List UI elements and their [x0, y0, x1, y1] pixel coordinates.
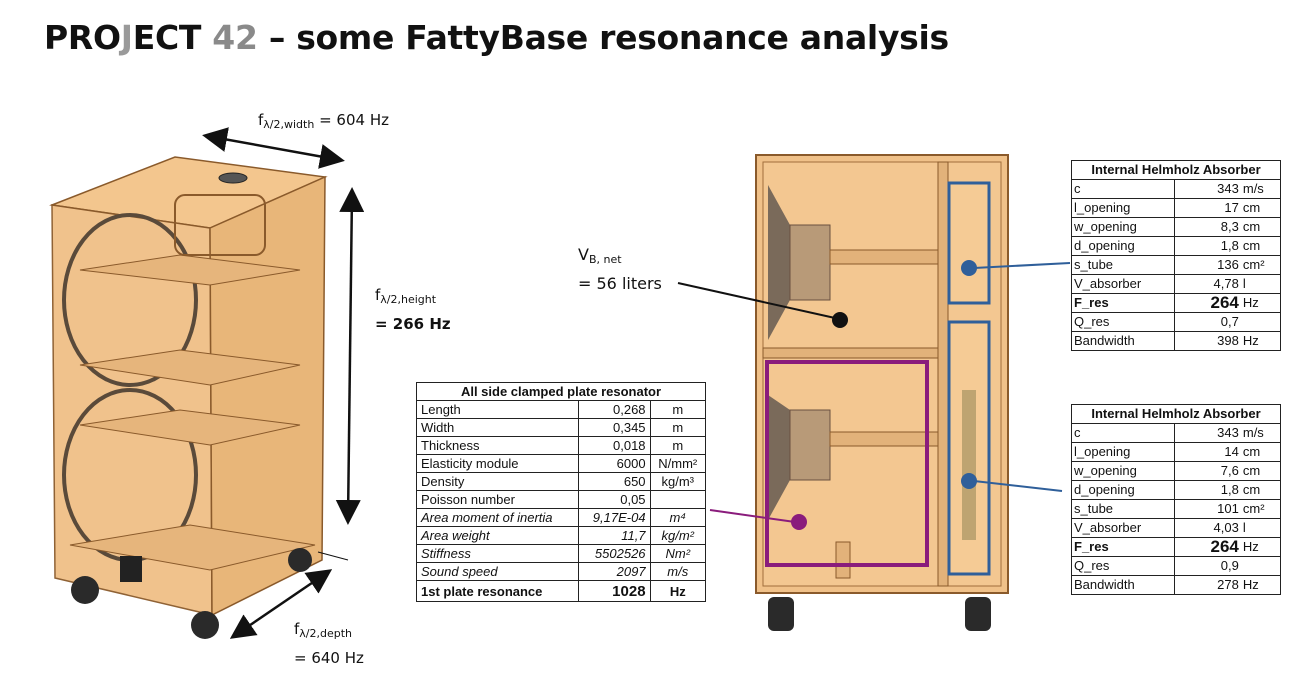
page-title: PROJECT 42 – some FattyBase resonance an… [44, 18, 949, 57]
depth-frequency-label: fλ/2,depth= 640 Hz [294, 620, 364, 667]
width-arrow [202, 127, 345, 169]
plate-table-title: All side clamped plate resonator [416, 382, 706, 401]
net-volume-label: VB, net= 56 liters [578, 245, 662, 293]
cabinet-3d [49, 156, 328, 639]
depth-arrow [229, 569, 333, 639]
cabinet-cross-section [755, 154, 1009, 631]
height-arrow [335, 187, 365, 525]
width-frequency-label: fλ/2,width = 604 Hz [258, 111, 389, 131]
height-frequency-label: fλ/2,height= 266 Hz [375, 286, 451, 333]
